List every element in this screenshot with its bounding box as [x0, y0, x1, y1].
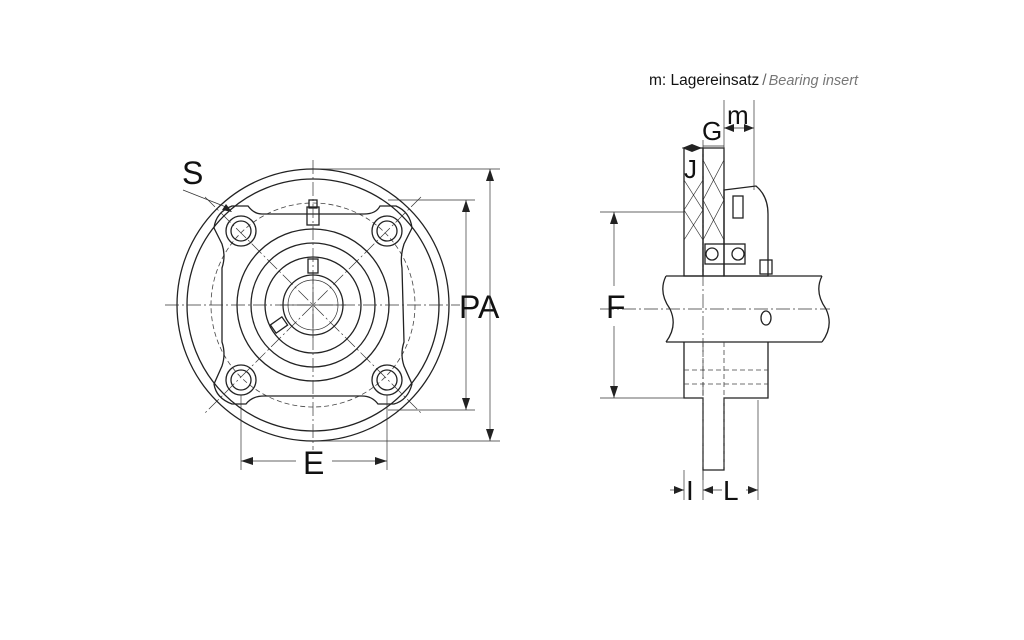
side-grease-nipple: [732, 195, 744, 219]
front-view: S PA E: [165, 155, 500, 481]
dimension-label-l: L: [723, 475, 739, 506]
side-hole: [760, 310, 772, 326]
dimension-label-e: E: [303, 445, 324, 481]
bolt-hole-top-right: [371, 215, 403, 247]
dimension-label-j: J: [684, 154, 697, 184]
front-diagonal-centerline-1: [204, 196, 422, 414]
dimension-label-g: G: [702, 116, 722, 146]
s-leader-line: [182, 189, 227, 208]
legend-german: Lagereinsatz: [670, 72, 760, 89]
crown-cross-hatch: [702, 159, 725, 241]
bolt-hole-bottom-right: [371, 364, 403, 396]
dimension-label-pa: PA: [459, 289, 500, 325]
ball-right: [731, 247, 745, 261]
legend-english: Bearing insert: [768, 73, 859, 89]
legend-key: m:: [649, 72, 667, 89]
ball-left: [705, 247, 719, 261]
bearing-insert-caption: m: Lagereinsatz/Bearing insert: [649, 72, 858, 90]
dimension-label-i: I: [686, 475, 694, 506]
bolt-hole-bottom-left: [225, 364, 257, 396]
legend-separator: /: [762, 72, 767, 89]
dimension-label-s: S: [182, 155, 203, 191]
front-diagonal-centerline-2: [204, 196, 422, 414]
side-view: F J G m I L: [600, 100, 830, 506]
ball-race: [704, 243, 746, 265]
bearing-insert-outline: [723, 185, 769, 277]
housing-body-outline: [213, 205, 413, 405]
side-set-screw: [759, 259, 773, 275]
dimension-label-f: F: [606, 289, 626, 325]
housing-lower-body: [683, 342, 769, 471]
bolt-hole-top-left: [225, 215, 257, 247]
set-screw-icon: [269, 315, 289, 335]
dimension-label-m: m: [727, 100, 749, 130]
